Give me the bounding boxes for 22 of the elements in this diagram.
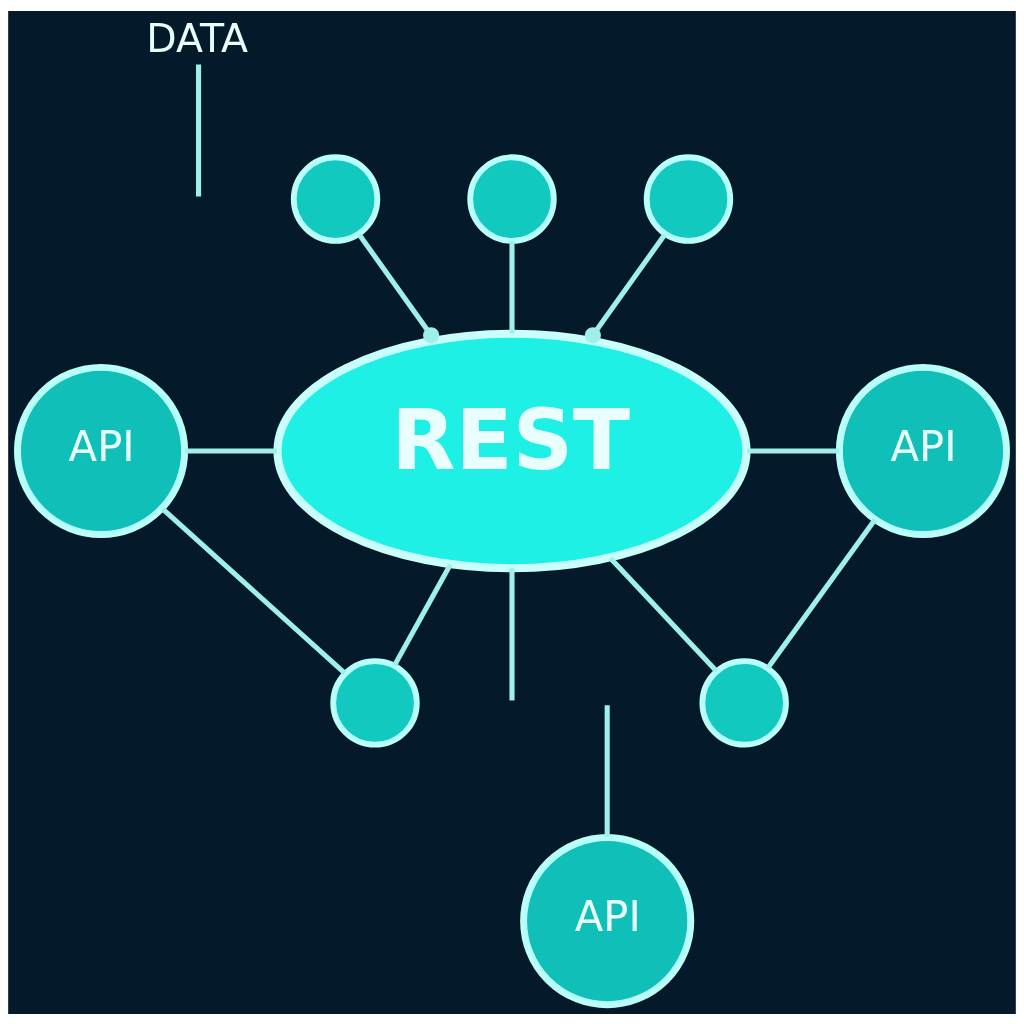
node-text: DATA [146,14,248,61]
node-circle [330,657,420,748]
node-circle [290,153,381,244]
node-circle [699,657,789,748]
connector [509,240,515,333]
node-circle: API [14,363,189,538]
connector [196,64,202,196]
connector [608,555,719,673]
connector [160,506,347,675]
node-circle [467,153,557,244]
connector [185,447,278,454]
connector [509,567,515,700]
connector [747,447,840,454]
node-circle: API [520,833,695,1008]
connector [604,704,610,837]
connector [584,232,667,343]
connector [357,232,440,343]
node-circle [643,153,734,244]
node-circle: API [835,363,1010,538]
node-ellipse: REST [273,329,751,572]
connector [392,562,453,667]
connector [765,517,878,670]
